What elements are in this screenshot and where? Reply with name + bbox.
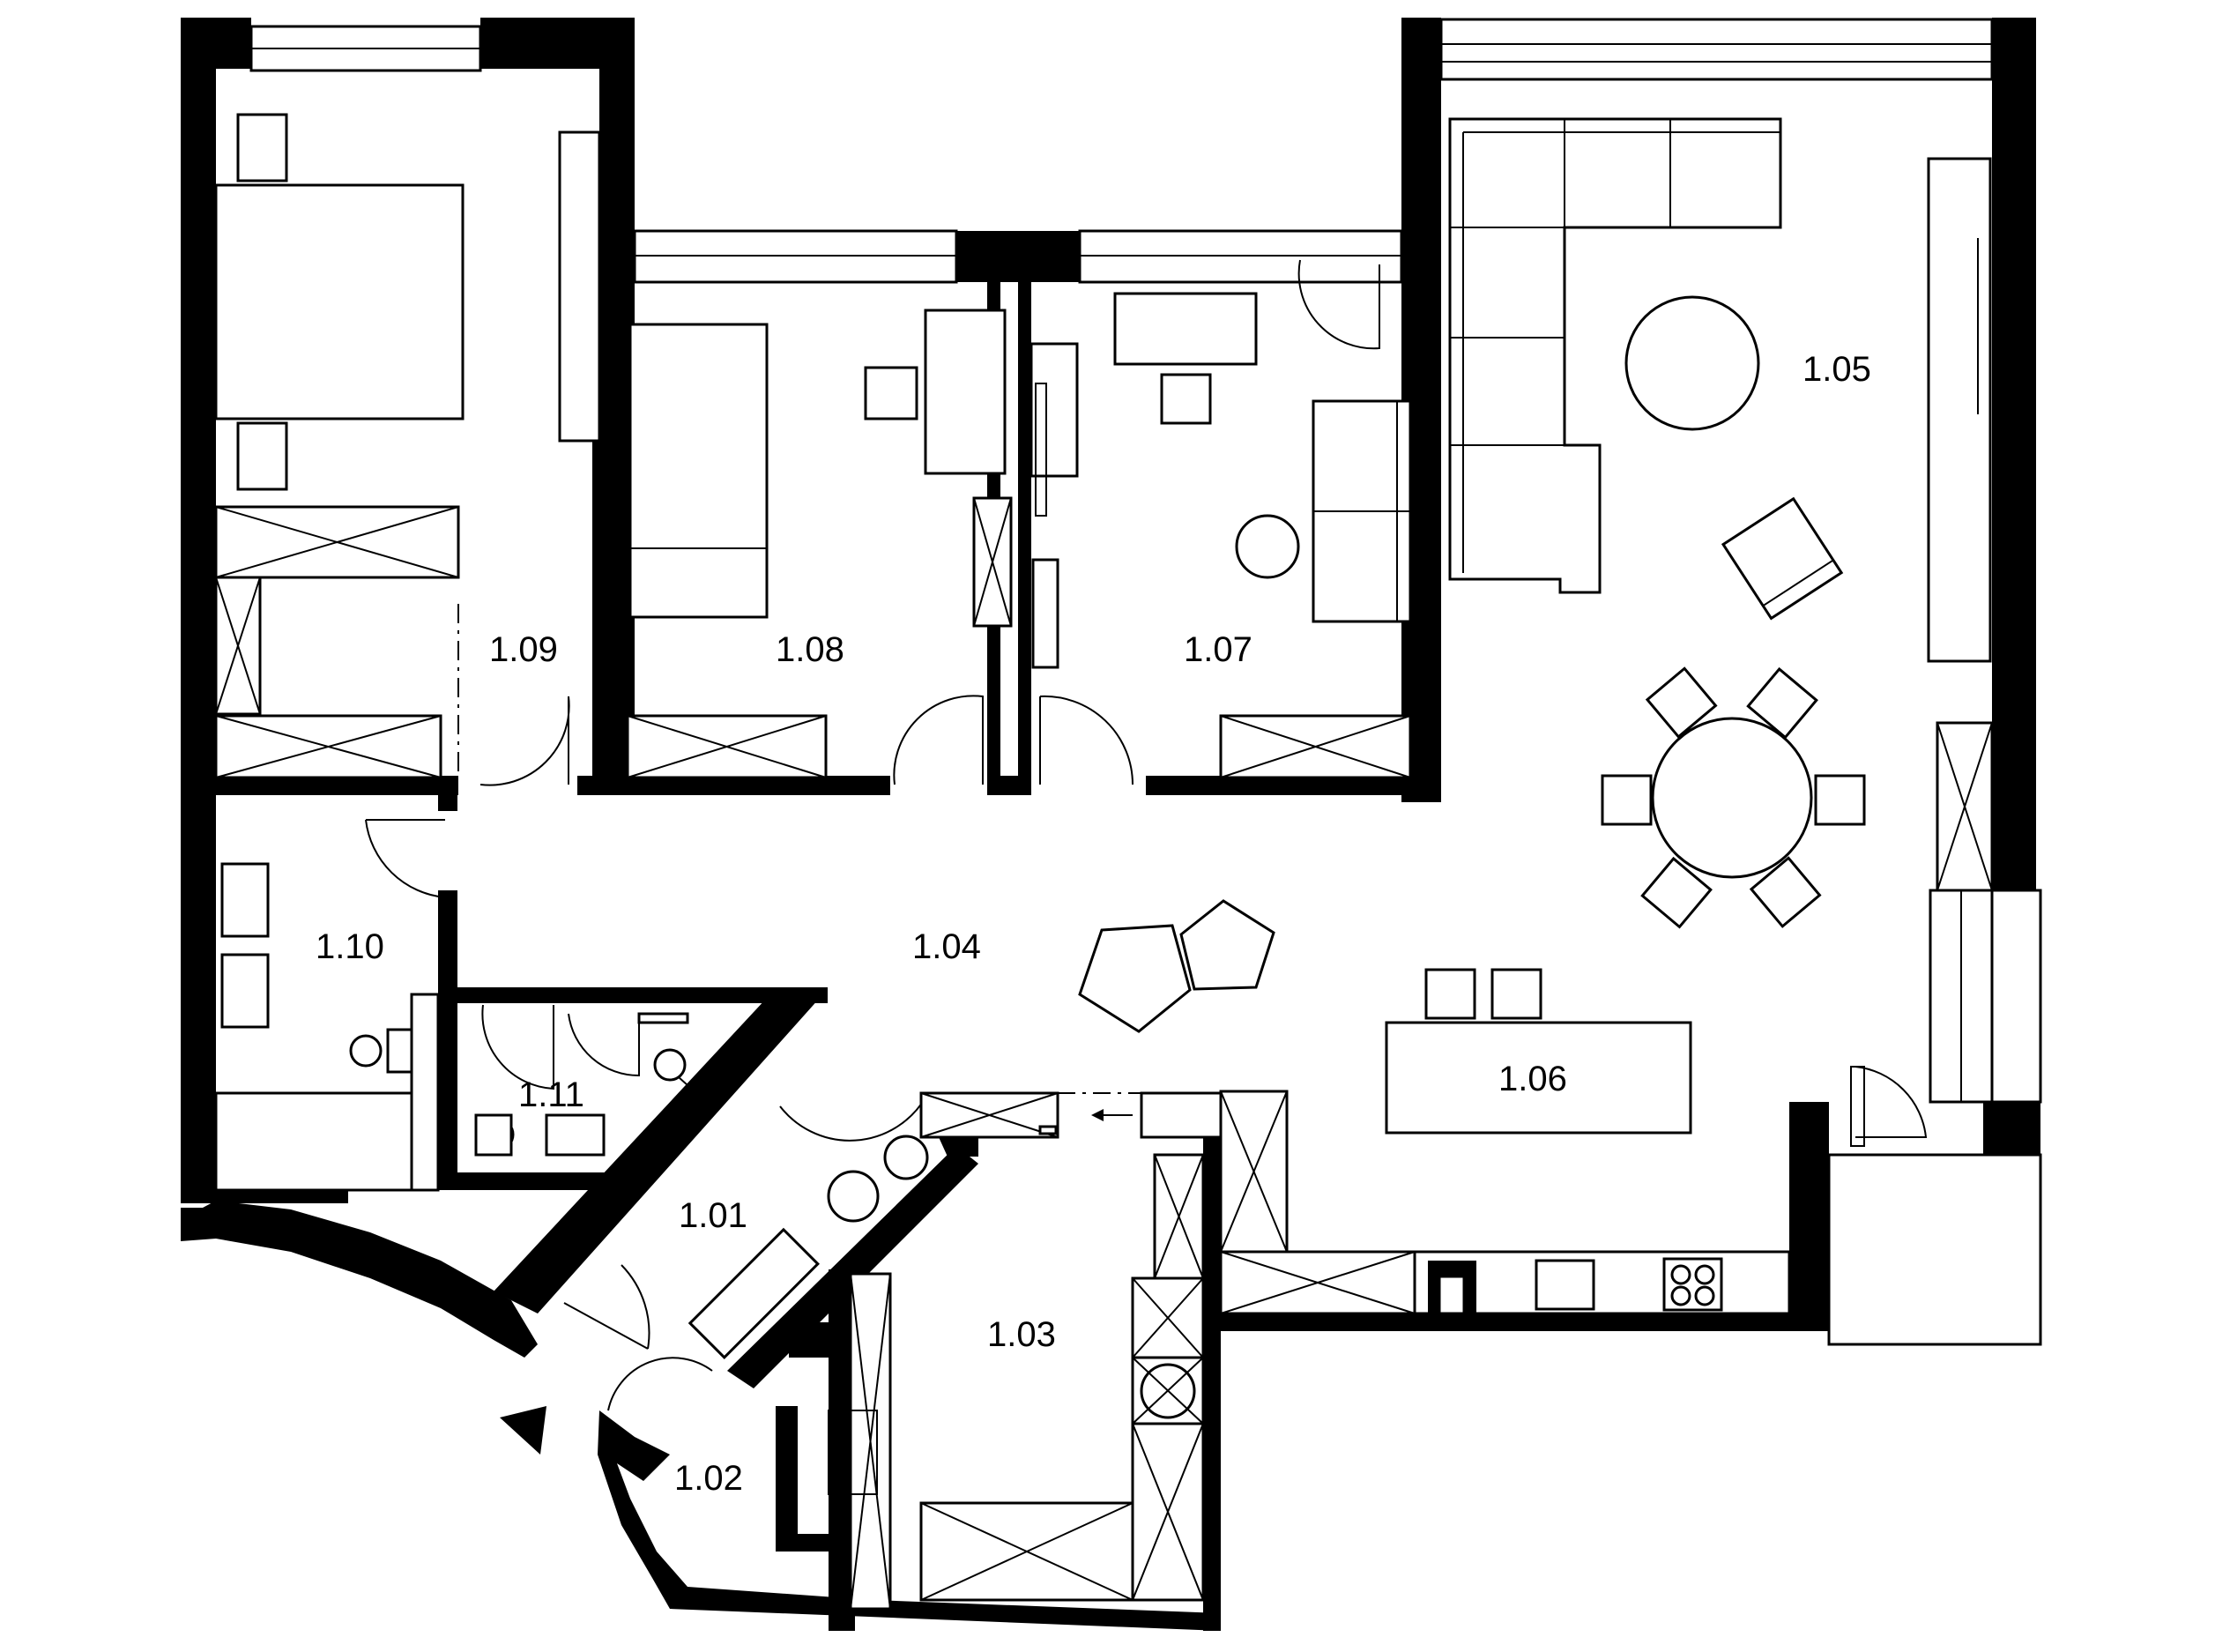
bedroom-1-08-furniture xyxy=(626,309,1013,779)
room-label-1-03: 1.03 xyxy=(987,1315,1056,1354)
kitchen-1-06-furniture xyxy=(1140,968,1791,1315)
room-label-1-06: 1.06 xyxy=(1498,1060,1567,1098)
room-label-1-01: 1.01 xyxy=(679,1196,747,1235)
room-label-1-02: 1.02 xyxy=(674,1459,743,1498)
doors xyxy=(365,259,1928,1411)
room-label-1-07: 1.07 xyxy=(1184,630,1252,669)
entrance-triangle-icon xyxy=(500,1406,546,1455)
bathroom-1-10-furniture xyxy=(214,862,440,1192)
hall-1-01-furniture xyxy=(688,1135,929,1495)
arrow-left-icon xyxy=(1091,1109,1133,1121)
entrance-walls xyxy=(181,998,1221,1631)
room-label-1-10: 1.10 xyxy=(316,927,384,966)
room-labels: 1.09 1.08 1.07 1.05 1.10 1.04 1.06 1.11 … xyxy=(316,350,1871,1498)
room-label-1-09: 1.09 xyxy=(489,630,558,669)
room-label-1-08: 1.08 xyxy=(776,630,844,669)
room-label-1-11: 1.11 xyxy=(518,1075,584,1114)
room-label-1-04: 1.04 xyxy=(912,927,981,966)
corridor-1-04-furniture xyxy=(1078,899,1275,1033)
room-1-07-furniture xyxy=(1029,292,1412,779)
room-label-1-05: 1.05 xyxy=(1802,350,1871,389)
living-1-05-furniture xyxy=(1448,117,1994,1104)
storage-1-03-furniture xyxy=(849,1091,1205,1611)
bathroom-1-11-furniture xyxy=(474,1012,697,1157)
bedroom-1-09-furniture xyxy=(214,113,601,779)
